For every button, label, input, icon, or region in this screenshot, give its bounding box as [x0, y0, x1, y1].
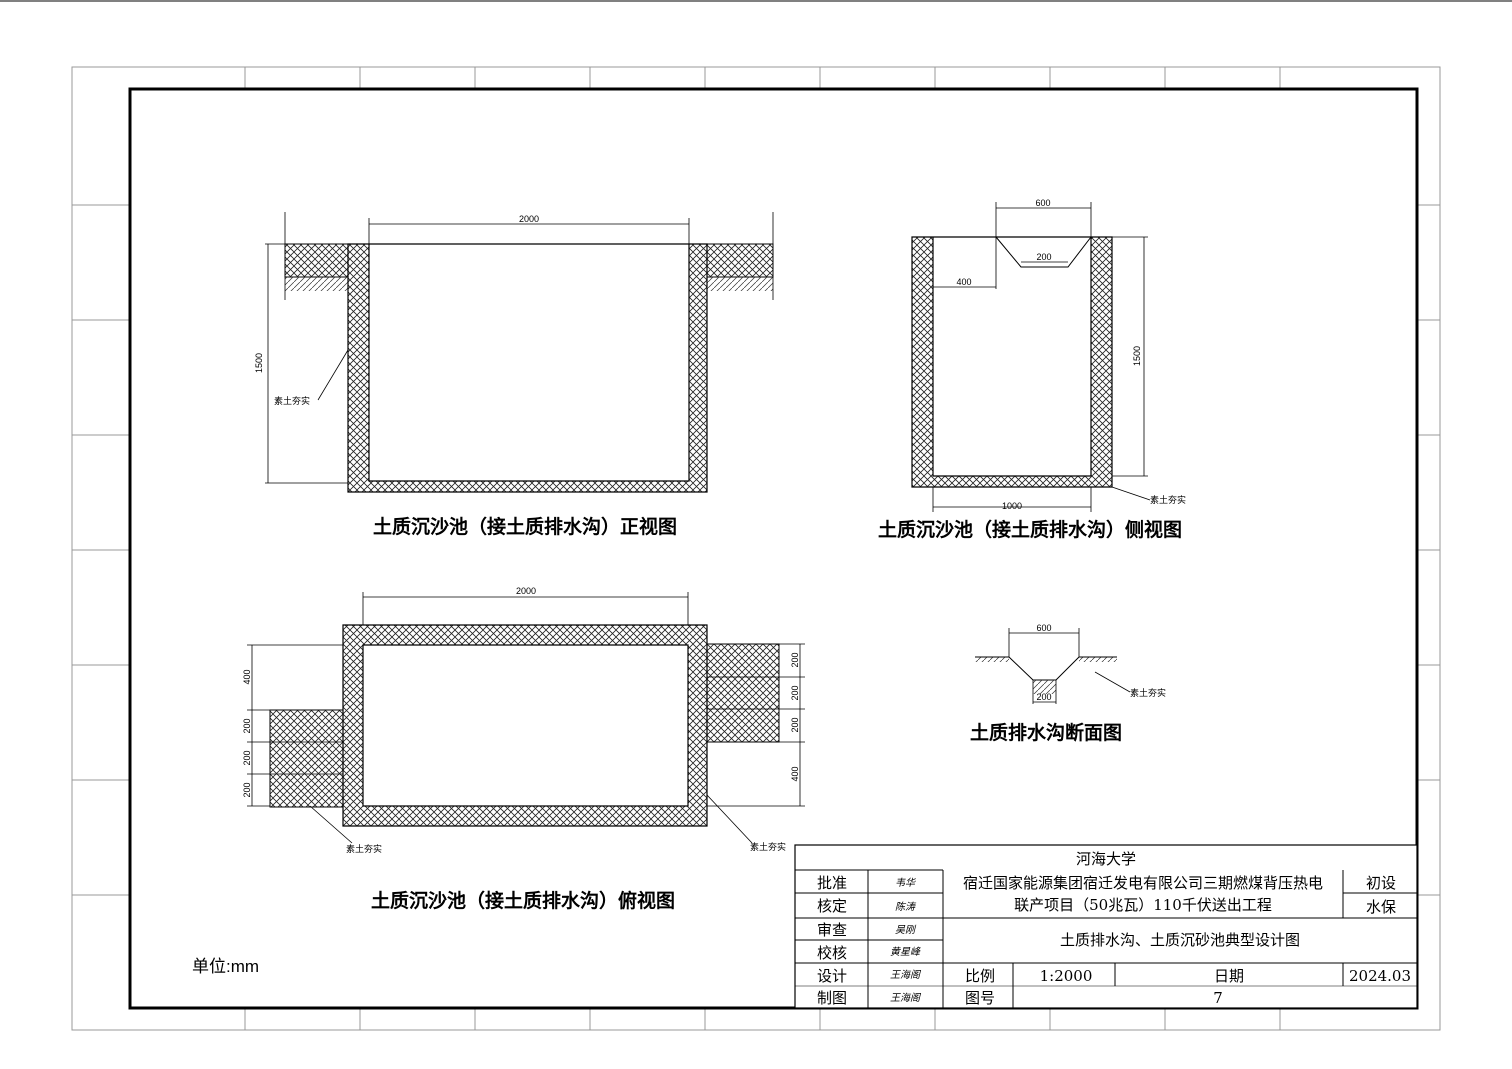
plan-left-dim-4: 200: [242, 782, 252, 797]
tb-drawing-no-label: 图号: [965, 989, 995, 1007]
tb-signature-6: 王海阁: [890, 992, 922, 1004]
tb-role-verify: 核定: [817, 897, 847, 915]
front-ground-right: [706, 243, 774, 278]
side-view: 400 600 200 1500 1000 素土夯实 土质沉沙池（接土质排水沟）…: [878, 198, 1186, 541]
section-profile: [1008, 656, 1080, 681]
plan-note-left: 素土夯实: [346, 843, 382, 854]
side-dim-height: 1500: [1132, 346, 1142, 366]
side-note-leader: [1111, 486, 1151, 501]
title-block-border: [794, 844, 1418, 1009]
tb-role-check: 校核: [817, 944, 847, 962]
section-dim-top: 600: [1036, 623, 1051, 633]
side-dim-top: 600: [1035, 198, 1050, 208]
side-ditch-profile: [995, 236, 1092, 268]
plan-right-dim-3: 200: [790, 717, 800, 732]
tb-drawing-title: 土质排水沟、土质沉砂池典型设计图: [1060, 931, 1300, 949]
front-note-leader: [317, 349, 349, 401]
tb-signature-1: 韦华: [895, 877, 916, 889]
section-dim-bottom: 200: [1036, 692, 1051, 702]
plan-dim-width: 2000: [516, 586, 536, 596]
plan-caption: 土质沉沙池（接土质排水沟）俯视图: [371, 889, 675, 912]
section-view: 600 200 素土夯实 土质排水沟断面图: [970, 623, 1166, 744]
tb-role-design: 设计: [817, 967, 847, 985]
tb-date-label: 日期: [1214, 967, 1244, 985]
side-wall: [911, 236, 1113, 488]
plan-right-dim-1: 200: [790, 652, 800, 667]
side-dim-inner: 200: [1036, 252, 1051, 262]
tb-drawing-no-value: 7: [1213, 989, 1223, 1007]
title-block: 河海大学 宿迁国家能源集团宿迁发电有限公司三期燃煤背压热电 联产项目（50兆瓦）…: [794, 844, 1418, 1009]
plan-left-dim-1: 400: [242, 669, 252, 684]
plan-right-dim-4: 400: [790, 766, 800, 781]
tb-role-review: 审查: [817, 921, 847, 939]
outer-frame: [71, 66, 1441, 1031]
plan-ditch-right: [706, 643, 780, 743]
tb-signature-3: 吴刚: [895, 924, 917, 936]
section-ground-right: [1079, 657, 1117, 662]
tb-discipline: 水保: [1366, 898, 1396, 916]
tb-scale-label: 比例: [965, 967, 995, 985]
plan-wall: [342, 624, 708, 827]
tb-stage: 初设: [1366, 874, 1396, 892]
tb-signature-2: 陈涛: [895, 901, 917, 913]
plan-view: 2000 400 200 200 200 200 200 200 400 素土夯…: [242, 586, 805, 912]
side-dim-depth: 400: [956, 277, 971, 287]
tb-role-approve: 批准: [817, 874, 847, 892]
section-note: 素土夯实: [1130, 687, 1166, 698]
front-ground-left: [284, 243, 349, 278]
tb-institution: 河海大学: [1076, 850, 1136, 868]
front-dim-height: 1500: [254, 353, 264, 373]
tb-project-line1: 宿迁国家能源集团宿迁发电有限公司三期燃煤背压热电: [963, 874, 1323, 892]
side-note: 素土夯实: [1150, 494, 1186, 505]
tb-project-line2: 联产项目（50兆瓦）110千伏送出工程: [1014, 896, 1272, 914]
plan-left-dim-3: 200: [242, 750, 252, 765]
side-dim-width: 1000: [1002, 501, 1022, 511]
tb-signature-5: 王海阁: [890, 969, 922, 981]
section-note-leader: [1094, 671, 1131, 693]
section-ground-left: [975, 657, 1009, 662]
side-caption: 土质沉沙池（接土质排水沟）侧视图: [878, 518, 1182, 541]
front-caption: 土质沉沙池（接土质排水沟）正视图: [373, 515, 677, 538]
plan-note-right-leader: [706, 794, 753, 844]
section-bottom-hatch: [1033, 680, 1056, 694]
front-view: 2000 1500 素土夯实 土质沉沙池（接土质排水沟）正视图: [254, 212, 774, 538]
tb-role-draft: 制图: [817, 989, 847, 1007]
front-ground-left-hatch: [285, 277, 348, 291]
tb-date-value: 2024.03: [1349, 967, 1411, 985]
tb-scale-value: 1:2000: [1040, 967, 1093, 985]
front-dim-width: 2000: [519, 214, 539, 224]
inner-frame: [128, 87, 1419, 1010]
plan-left-dim-2: 200: [242, 718, 252, 733]
plan-note-left-leader: [309, 805, 353, 844]
front-note: 素土夯实: [274, 395, 310, 406]
section-caption: 土质排水沟断面图: [970, 721, 1122, 744]
plan-right-dim-2: 200: [790, 685, 800, 700]
plan-ditch-left: [269, 709, 344, 808]
plan-note-right: 素土夯实: [750, 841, 786, 852]
front-ground-right-hatch: [707, 277, 773, 291]
front-wall: [347, 243, 708, 493]
tb-signature-4: 黄星峰: [890, 946, 921, 958]
unit-label: 单位:mm: [192, 957, 259, 976]
